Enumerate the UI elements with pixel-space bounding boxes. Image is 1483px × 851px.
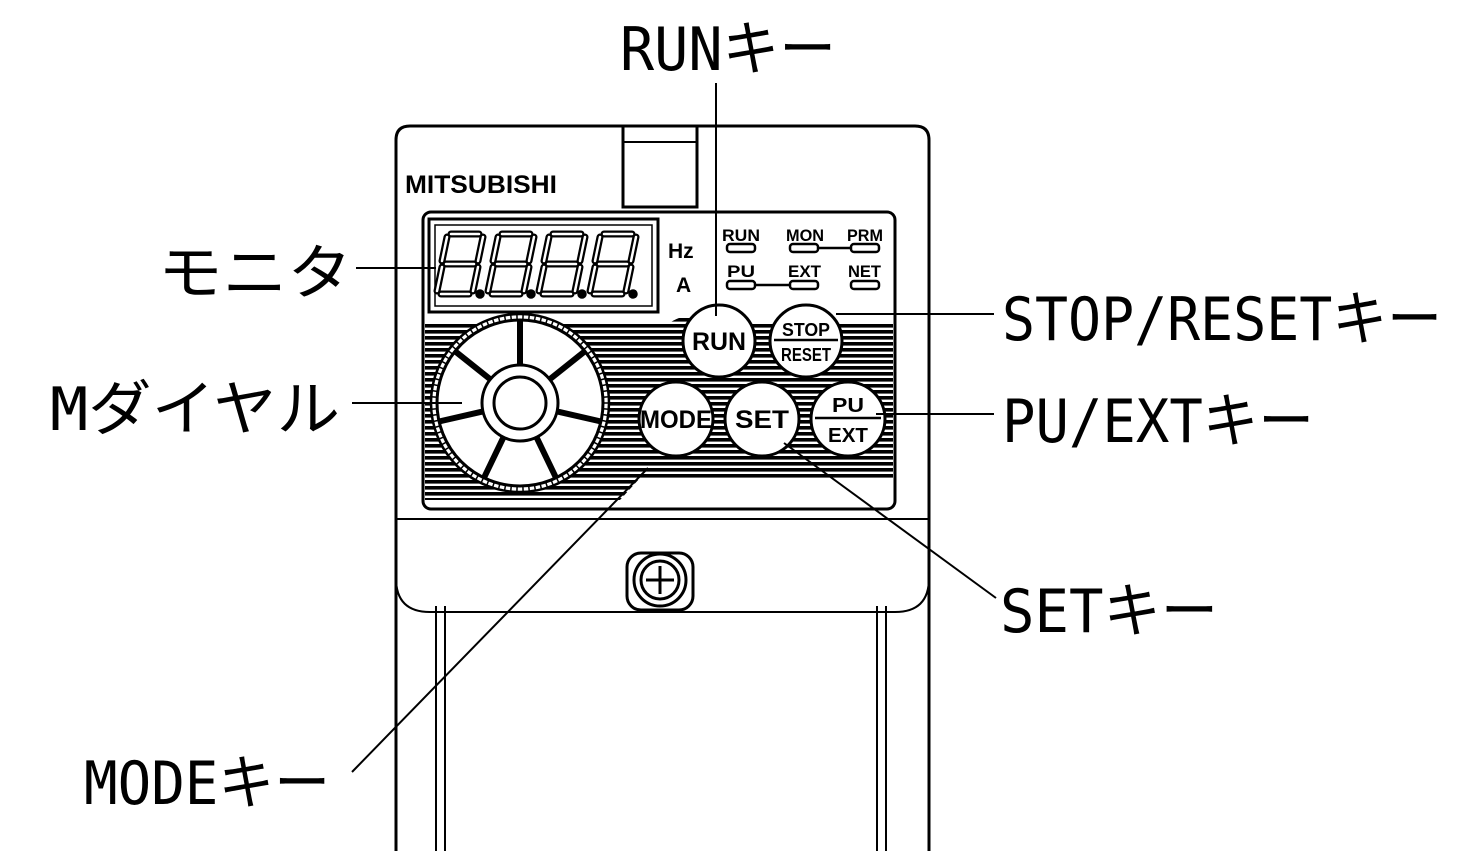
set-key-label: SET bbox=[735, 406, 789, 434]
digit-4 bbox=[586, 230, 640, 299]
led-ext bbox=[788, 279, 820, 291]
dial-spoke bbox=[481, 435, 507, 479]
leader-set bbox=[783, 442, 997, 599]
dial-spoke bbox=[439, 408, 484, 425]
m-dial[interactable] bbox=[429, 312, 611, 494]
callout-stop-reset-key: STOP/RESETキー bbox=[1002, 285, 1442, 355]
callout-m-dial: Mダイヤル bbox=[50, 375, 340, 445]
callout-monitor: モニタ bbox=[158, 239, 352, 309]
mode-key-label: MODE bbox=[640, 406, 712, 434]
callout-set-key: SETキー bbox=[1000, 577, 1218, 647]
stop-key-label-top: STOP bbox=[782, 320, 830, 340]
led-mon bbox=[788, 242, 820, 254]
pu-ext-key[interactable]: PU EXT bbox=[809, 380, 887, 458]
led-label-run: RUN bbox=[722, 226, 760, 245]
digit-2 bbox=[484, 230, 538, 299]
led-pu bbox=[725, 279, 757, 291]
callout-mode-key: MODEキー bbox=[84, 749, 330, 819]
pu-key-label-bottom: EXT bbox=[828, 425, 868, 447]
callout-run-key: RUNキー bbox=[620, 15, 836, 85]
digit-1 bbox=[433, 230, 487, 299]
led-label-mon: MON bbox=[786, 226, 824, 245]
unit-hz: Hz bbox=[668, 240, 694, 263]
inverter-body bbox=[394, 124, 931, 851]
led-prm bbox=[849, 242, 881, 254]
stop-key-label-bottom: RESET bbox=[781, 345, 831, 365]
leader-mode bbox=[351, 467, 649, 773]
run-key-label: RUN bbox=[692, 328, 746, 356]
led-label-pu: PU bbox=[727, 262, 755, 281]
led-label-prm: PRM bbox=[847, 226, 883, 245]
pu-key-label-top: PU bbox=[832, 395, 864, 417]
led-net bbox=[849, 279, 881, 291]
led-label-net: NET bbox=[848, 262, 882, 281]
seven-segment-digits bbox=[433, 230, 640, 299]
led-run bbox=[725, 242, 757, 254]
dial-spoke bbox=[547, 349, 586, 382]
callout-pu-ext-key: PU/EXTキー bbox=[1002, 387, 1314, 457]
leader-lines bbox=[351, 83, 997, 773]
digit-3 bbox=[535, 230, 589, 299]
stop-reset-key[interactable]: STOP RESET bbox=[768, 303, 844, 379]
dial-spoke bbox=[556, 408, 601, 425]
led-label-ext: EXT bbox=[788, 262, 822, 281]
run-key[interactable]: RUN bbox=[681, 303, 757, 379]
brand-logo: MITSUBISHI bbox=[405, 171, 557, 199]
unit-a: A bbox=[676, 274, 691, 297]
cover-screw bbox=[625, 551, 695, 612]
dial-spoke bbox=[533, 435, 559, 479]
dial-spoke bbox=[454, 349, 493, 382]
set-key[interactable]: SET bbox=[723, 380, 801, 458]
led-indicators: RUN MON PRM PU EXT NET bbox=[722, 226, 883, 291]
mode-key[interactable]: MODE bbox=[637, 380, 715, 458]
